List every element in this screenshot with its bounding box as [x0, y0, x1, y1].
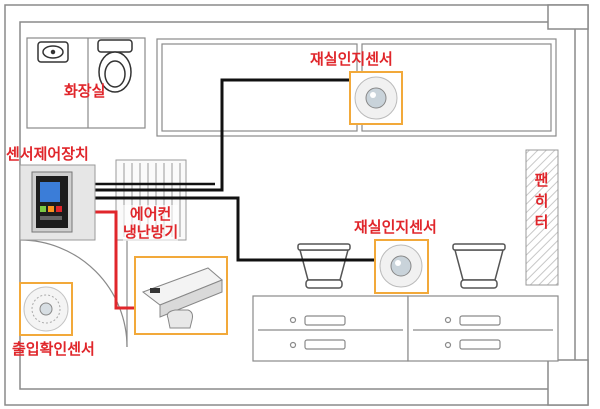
control-panel-icon — [19, 164, 96, 241]
restroom-label: 화장실 — [64, 82, 106, 100]
occupancy-sensor-icon-2 — [374, 239, 429, 294]
sensor-mid-label: 재실인지센서 — [354, 218, 437, 236]
toilet-icon — [97, 39, 133, 93]
corner-column-bottom — [547, 359, 589, 406]
restroom-outline — [26, 37, 146, 129]
sensor-top-label: 재실인지센서 — [310, 50, 393, 68]
corner-column — [547, 4, 589, 30]
restroom-room — [26, 37, 146, 129]
desk-icon — [252, 295, 559, 362]
outer-wall — [4, 4, 589, 406]
door-swing — [19, 239, 128, 348]
aircon-label: 에어컨 냉난방기 — [123, 205, 179, 241]
outer-walls — [4, 4, 589, 406]
sink-icon — [37, 41, 69, 63]
door-sensor-device-icon — [134, 256, 228, 335]
fan-heater-icon — [525, 149, 559, 286]
fan-heater-label: 팬히터 — [532, 172, 550, 235]
controller-label: 센서제어장치 — [6, 145, 89, 163]
entry-sensor-label: 출입확인센서 — [12, 340, 95, 358]
entry-sensor-icon — [19, 282, 73, 336]
wires — [92, 78, 378, 310]
occupancy-sensor-icon — [349, 71, 403, 125]
chair-icon — [297, 243, 506, 289]
